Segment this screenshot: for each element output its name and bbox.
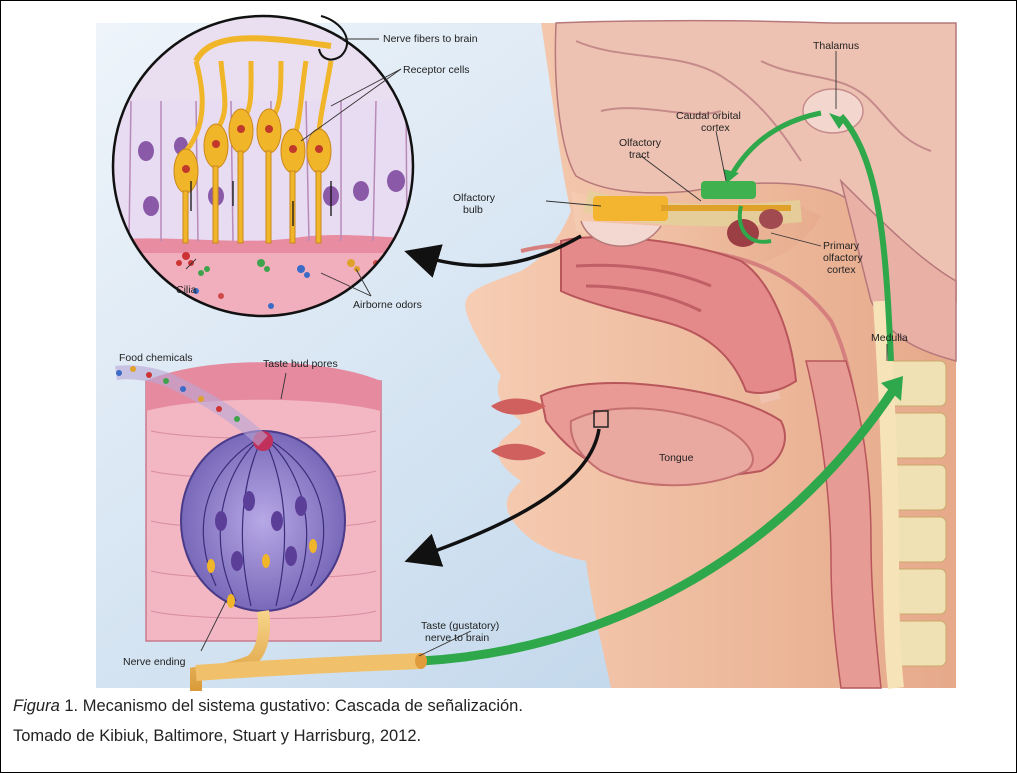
caption-line-1-text: 1. Mecanismo del sistema gustativo: Casc… [60,697,523,715]
label-primary-olfactory-2: olfactory [823,252,863,264]
anatomy-diagram: Nerve fibers to brain Receptor cells Tha… [1,1,1016,691]
label-nerve-fibers: Nerve fibers to brain [383,33,478,45]
figure-caption: Figura 1. Mecanismo del sistema gustativ… [13,691,1003,751]
caption-line-2: Tomado de Kibiuk, Baltimore, Stuart y Ha… [13,721,1003,751]
label-nerve-ending: Nerve ending [123,656,186,668]
label-olfactory-bulb: Olfactory [453,192,496,204]
label-olfactory-tract: Olfactory [619,137,662,149]
label-receptor-cells: Receptor cells [403,64,470,76]
thalamus-region [803,89,863,133]
label-olfactory-bulb-2: bulb [463,204,483,216]
label-olfactory-tract-2: tract [629,149,650,161]
label-food-chemicals: Food chemicals [119,352,193,364]
label-caudal-orbital: Caudal orbital [676,110,741,122]
label-tongue: Tongue [659,452,694,464]
label-airborne-odors: Airborne odors [353,299,422,311]
label-primary-olfactory-3: cortex [827,264,856,276]
olfactory-bulb-shape [593,196,668,221]
caudal-orbital-highlight [701,181,756,199]
taste-bud-magnified [116,362,427,691]
label-cilia: Cilia [176,284,197,296]
caption-line-1: Figura 1. Mecanismo del sistema gustativ… [13,691,1003,721]
label-primary-olfactory: Primary [823,240,860,252]
label-taste-bud-pores: Taste bud pores [263,358,338,370]
label-caudal-orbital-2: cortex [701,122,730,134]
taste-bud [181,431,345,611]
label-taste-nerve-2: nerve to brain [425,632,489,644]
label-medulla: Medulla [871,332,908,344]
caption-figure-word: Figura [13,697,60,715]
label-thalamus: Thalamus [813,40,859,52]
label-taste-nerve: Taste (gustatory) [421,620,499,632]
